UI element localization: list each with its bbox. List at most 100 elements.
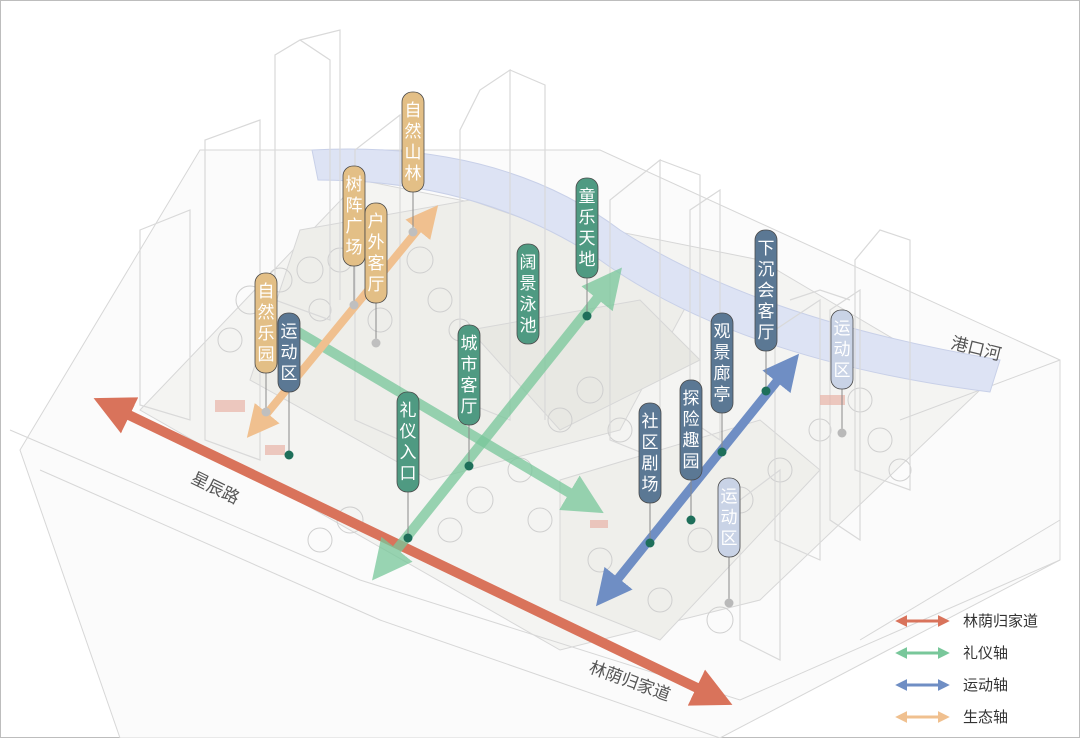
legend-label: 生态轴 (963, 708, 1008, 726)
legend-label: 林荫归家道 (963, 612, 1038, 630)
tag-char: 厅 (758, 323, 775, 343)
tag-anchor-dot (408, 227, 418, 237)
tag-char: 险 (683, 410, 700, 430)
tag-pill (638, 402, 662, 504)
tag-char: 仪 (400, 422, 417, 442)
tag-char: 树 (346, 175, 363, 195)
tag-char: 乐 (258, 324, 275, 344)
tag-anchor-dot (761, 386, 771, 396)
ecology-axis (246, 205, 439, 438)
tag-anchor-dot (837, 428, 847, 438)
tag-char: 动 (721, 508, 738, 528)
river (311, 148, 1001, 393)
tag-layer: 自然山林树阵广场户外客厅自然乐园运动区阔景泳池童乐天地城市客厅礼仪入口社区剧场探… (254, 91, 854, 608)
tag-pill (516, 243, 540, 345)
tag-anchor-dot (582, 311, 592, 321)
tag-char: 童 (579, 187, 596, 207)
tag-pill (401, 91, 425, 193)
tag-char: 观 (714, 322, 731, 342)
tag-char: 剧 (642, 454, 659, 474)
tag-char: 泳 (520, 295, 537, 315)
tag-pill (364, 202, 388, 304)
tag-anchor-dot (464, 461, 474, 471)
tag-sport-zone-1: 运动区 (277, 312, 301, 460)
tag-anchor-dot (724, 598, 734, 608)
tag-anchor-dot (717, 447, 727, 457)
tag-pill (254, 272, 278, 374)
tag-char: 厅 (461, 397, 478, 417)
tag-char: 户 (368, 212, 385, 232)
tag-char: 探 (683, 389, 700, 409)
tag-char: 客 (758, 302, 775, 322)
tag-char: 市 (461, 355, 478, 375)
tag-anchor-dot (645, 538, 655, 548)
tag-char: 外 (368, 233, 385, 253)
tag-char: 动 (834, 340, 851, 360)
tag-char: 景 (520, 274, 537, 294)
tag-char: 阵 (346, 196, 363, 216)
legend-item-ceremony: 礼仪轴 (895, 644, 1008, 662)
tag-char: 亭 (714, 385, 731, 405)
tag-pill (754, 229, 778, 352)
tag-char: 山 (405, 143, 422, 163)
tag-anchor-dot (284, 450, 294, 460)
legend-item-forest-route: 林荫归家道 (895, 612, 1038, 630)
tag-char: 运 (721, 487, 738, 507)
tag-char: 区 (834, 361, 851, 381)
tag-char: 客 (461, 376, 478, 396)
tag-char: 区 (281, 364, 298, 384)
legend-item-sport: 运动轴 (895, 676, 1008, 694)
tag-pill (457, 324, 481, 426)
tag-char: 动 (281, 343, 298, 363)
site-base (9, 149, 1061, 738)
legend-label: 礼仪轴 (963, 644, 1008, 662)
tag-char: 厅 (368, 275, 385, 295)
tag-pill (277, 312, 301, 393)
legend-label: 运动轴 (963, 676, 1008, 694)
tag-char: 广 (346, 217, 363, 237)
tag-char: 场 (642, 475, 659, 495)
tag-char: 池 (520, 316, 537, 336)
tag-char: 趣 (683, 431, 700, 451)
tag-char: 园 (683, 452, 700, 472)
tag-char: 天 (579, 229, 596, 249)
tag-anchor-dot (349, 300, 359, 310)
tag-char: 礼 (400, 401, 417, 421)
tag-char: 客 (368, 254, 385, 274)
tag-pill (717, 477, 741, 558)
tag-char: 区 (642, 433, 659, 453)
tag-anchor-dot (686, 515, 696, 525)
tag-char: 廊 (714, 364, 731, 384)
tag-char: 阔 (520, 253, 537, 273)
tag-char: 下 (758, 239, 775, 259)
tag-pill (396, 391, 420, 493)
tag-char: 园 (258, 345, 275, 365)
tag-char: 城 (461, 334, 478, 354)
tag-char: 自 (258, 282, 275, 302)
sport-axis (595, 353, 800, 607)
tag-char: 地 (579, 250, 596, 270)
tag-char: 乐 (579, 208, 596, 228)
tag-anchor-dot (403, 533, 413, 543)
tag-char: 运 (281, 322, 298, 342)
tag-char: 社 (642, 412, 659, 432)
tag-char: 沉 (758, 260, 775, 280)
tag-pill (679, 379, 703, 481)
tag-char: 入 (400, 443, 417, 463)
tag-anchor-dot (371, 338, 381, 348)
tag-char: 口 (400, 464, 417, 484)
tag-char: 然 (405, 122, 422, 142)
tag-sport-zone-2: 运动区 (830, 309, 854, 438)
legend: 林荫归家道 礼仪轴 运动轴 生态轴 (895, 612, 1038, 726)
